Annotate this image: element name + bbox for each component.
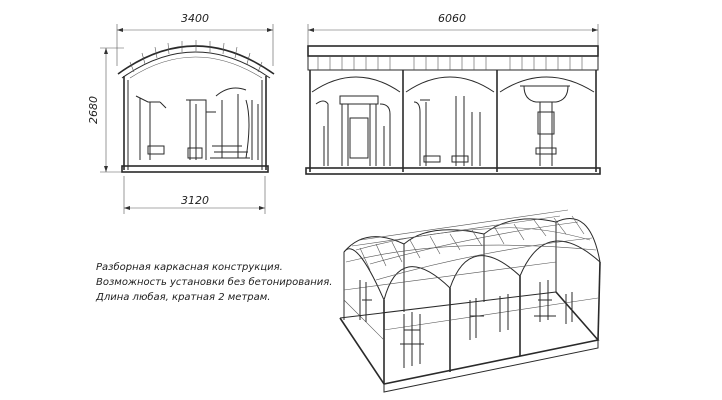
dim-side-width: 3400 <box>181 12 209 25</box>
dim-front-length: 6060 <box>438 12 466 25</box>
front-view: 6060 <box>305 12 601 175</box>
dim-side-base: 3120 <box>181 194 209 207</box>
isometric-view <box>339 209 601 393</box>
side-view: 3400 2680 3120 <box>87 12 275 214</box>
note-line-3: Длина любая, кратная 2 метрам. <box>96 292 271 303</box>
note-line-2: Возможность установки без бетонирования. <box>96 277 333 288</box>
dim-side-height: 2680 <box>87 96 100 124</box>
note-line-1: Разборная каркасная конструкция. <box>96 262 283 273</box>
